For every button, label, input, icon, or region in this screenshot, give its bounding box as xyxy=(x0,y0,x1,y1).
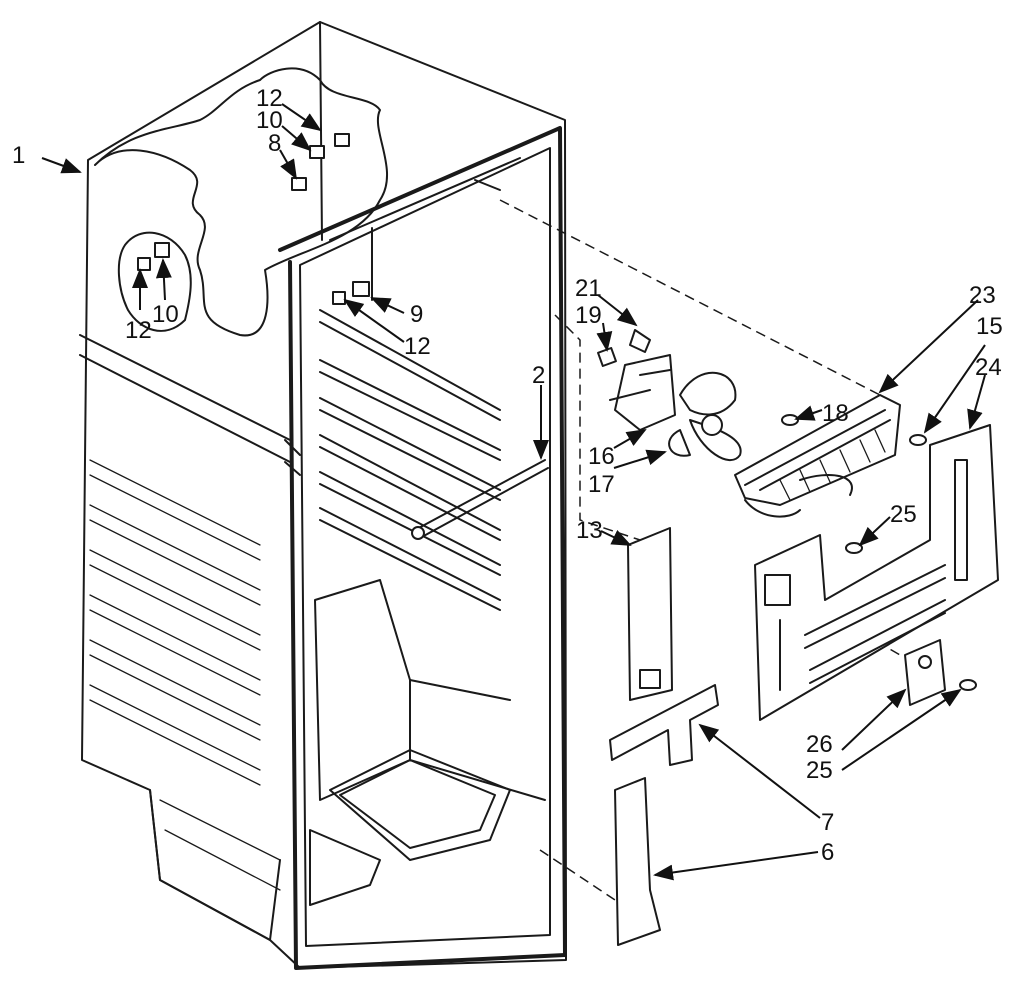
callout-13: 13 xyxy=(576,517,603,544)
callout-19: 19 xyxy=(575,302,602,329)
callout-10-top: 10 xyxy=(256,107,283,134)
callout-labels: 1 2 6 7 8 9 10 10 12 12 12 13 15 16 17 1… xyxy=(12,85,1003,866)
callout-18: 18 xyxy=(822,400,849,427)
control-tube xyxy=(411,459,549,540)
screws xyxy=(781,414,977,691)
fan-motor-assembly xyxy=(597,329,742,461)
fan-shroud xyxy=(734,394,901,518)
callout-12-front: 12 xyxy=(404,333,431,360)
damper xyxy=(609,684,719,766)
callout-arrows xyxy=(41,103,986,881)
callout-26: 26 xyxy=(806,731,833,758)
callout-12-left: 12 xyxy=(125,317,152,344)
evaporator-cover xyxy=(754,424,999,721)
callout-16: 16 xyxy=(588,443,615,470)
callout-9: 9 xyxy=(410,301,423,328)
callout-24: 24 xyxy=(975,354,1002,381)
callout-6: 6 xyxy=(821,839,834,866)
callout-21: 21 xyxy=(575,275,602,302)
callout-23: 23 xyxy=(969,282,996,309)
air-duct xyxy=(627,527,673,701)
callout-2: 2 xyxy=(532,362,545,389)
callout-17: 17 xyxy=(588,471,615,498)
callout-12-top: 12 xyxy=(256,85,283,112)
callout-25-lower: 25 xyxy=(806,757,833,784)
baffle xyxy=(614,777,661,946)
callout-15: 15 xyxy=(976,313,1003,340)
clip-parts xyxy=(137,133,370,305)
refrigerator-cabinet xyxy=(79,21,567,970)
callout-25-upper: 25 xyxy=(890,501,917,528)
callout-1: 1 xyxy=(12,142,25,169)
callout-10-left: 10 xyxy=(152,301,179,328)
callout-7: 7 xyxy=(821,809,834,836)
bracket xyxy=(904,639,946,706)
callout-8: 8 xyxy=(268,130,281,157)
